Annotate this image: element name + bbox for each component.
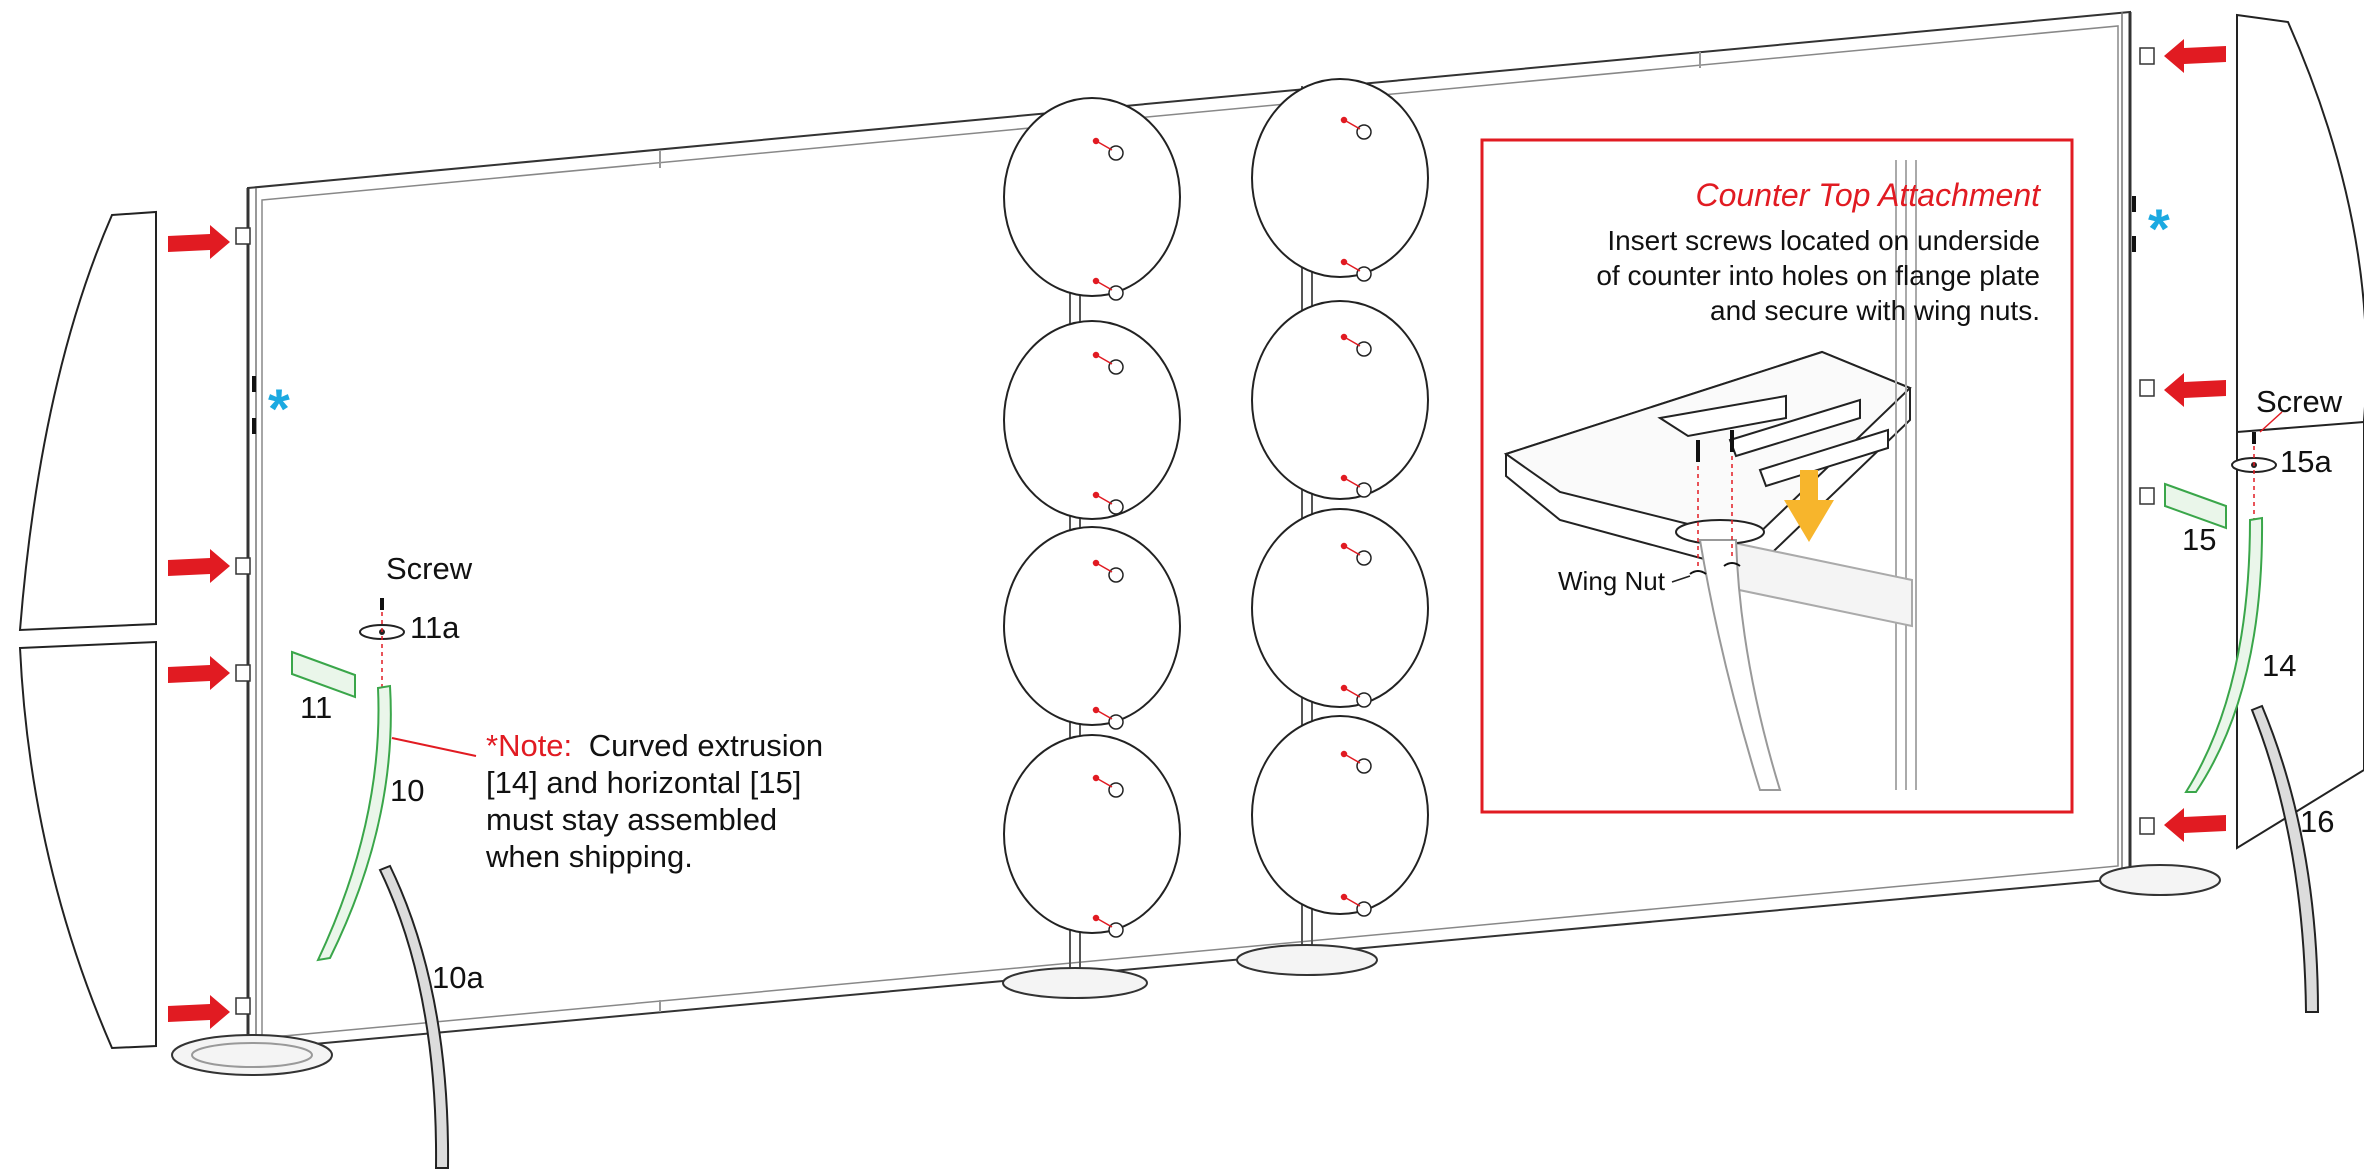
part-15a-flange-plate [2231, 411, 2283, 520]
part-11a-flange-plate [359, 598, 405, 690]
label-part-10: 10 [390, 773, 424, 808]
arrow-left-3 [2164, 808, 2226, 842]
part-10a-curved-leg [378, 864, 450, 1169]
part-16-curved-leg [2250, 704, 2320, 1013]
note-line3: must stay assembled [486, 802, 777, 837]
label-part-11a: 11a [410, 610, 460, 645]
part-10-curved-extrusion [316, 684, 392, 962]
round-sign [1251, 78, 1429, 278]
label-screw-left: Screw [386, 551, 473, 586]
round-sign [1251, 508, 1429, 708]
frame-connectors [235, 47, 2155, 1015]
sign-screw-dots [1092, 116, 1361, 928]
frame-feet [171, 864, 2221, 1076]
label-part-14: 14 [2262, 648, 2296, 683]
label-part-15: 15 [2182, 522, 2216, 557]
label-part-11: 11 [300, 690, 332, 725]
arrow-right-2 [168, 549, 230, 583]
inset-line2: of counter into holes on flange plate [1596, 260, 2040, 291]
left-curved-panels [18, 210, 157, 1050]
note-leader-line [391, 737, 477, 757]
arrow-left-2 [2164, 373, 2226, 407]
round-sign [1251, 715, 1429, 915]
inset-title: Counter Top Attachment [1696, 177, 2042, 213]
part-14-curved-extrusion [2184, 516, 2264, 793]
note-line4: when shipping. [485, 839, 693, 874]
asterisk-right: * [2148, 197, 2170, 260]
down-arrow-icon [1784, 470, 1834, 542]
round-sign [1003, 97, 1181, 297]
note-line2: [14] and horizontal [15] [486, 765, 801, 800]
note-line1: Curved extrusion [589, 728, 823, 763]
shipping-note: *Note: Curved extrusion [14] and horizon… [485, 728, 823, 874]
counter-top-inset [1480, 138, 2074, 814]
label-part-10a: 10a [432, 960, 484, 995]
counter-top-drawing [1503, 160, 1917, 791]
arrow-right-4 [168, 995, 230, 1029]
red-arrows [168, 39, 2226, 1029]
arrow-left-1 [2164, 39, 2226, 73]
round-sign [1251, 300, 1429, 500]
label-part-16: 16 [2300, 804, 2334, 839]
sign-mount-holes [1108, 124, 1372, 938]
svg-text:*Note: Curved extrusion: *Note: Curved extrusion [486, 728, 823, 763]
inset-wing-nut-label: Wing Nut [1558, 566, 1666, 596]
wing-nut-leader [1671, 575, 1691, 583]
inset-line3: and secure with wing nuts. [1710, 295, 2040, 326]
arrow-right-3 [168, 656, 230, 690]
part-11-horizontal [291, 650, 356, 699]
round-sign [1003, 526, 1181, 726]
asterisk-left: * [268, 377, 290, 440]
round-sign-column-right [1251, 78, 1429, 915]
label-screw-right: Screw [2256, 384, 2343, 419]
part-15-horizontal [2164, 482, 2227, 530]
label-part-15a: 15a [2280, 444, 2332, 479]
round-sign [1003, 734, 1181, 934]
round-sign [1003, 320, 1181, 520]
note-prefix: *Note: [486, 728, 572, 763]
inset-line1: Insert screws located on underside [1607, 225, 2040, 256]
slot-marks [252, 196, 2136, 434]
round-sign-column-left [1003, 97, 1181, 934]
arrow-right-1 [168, 225, 230, 259]
